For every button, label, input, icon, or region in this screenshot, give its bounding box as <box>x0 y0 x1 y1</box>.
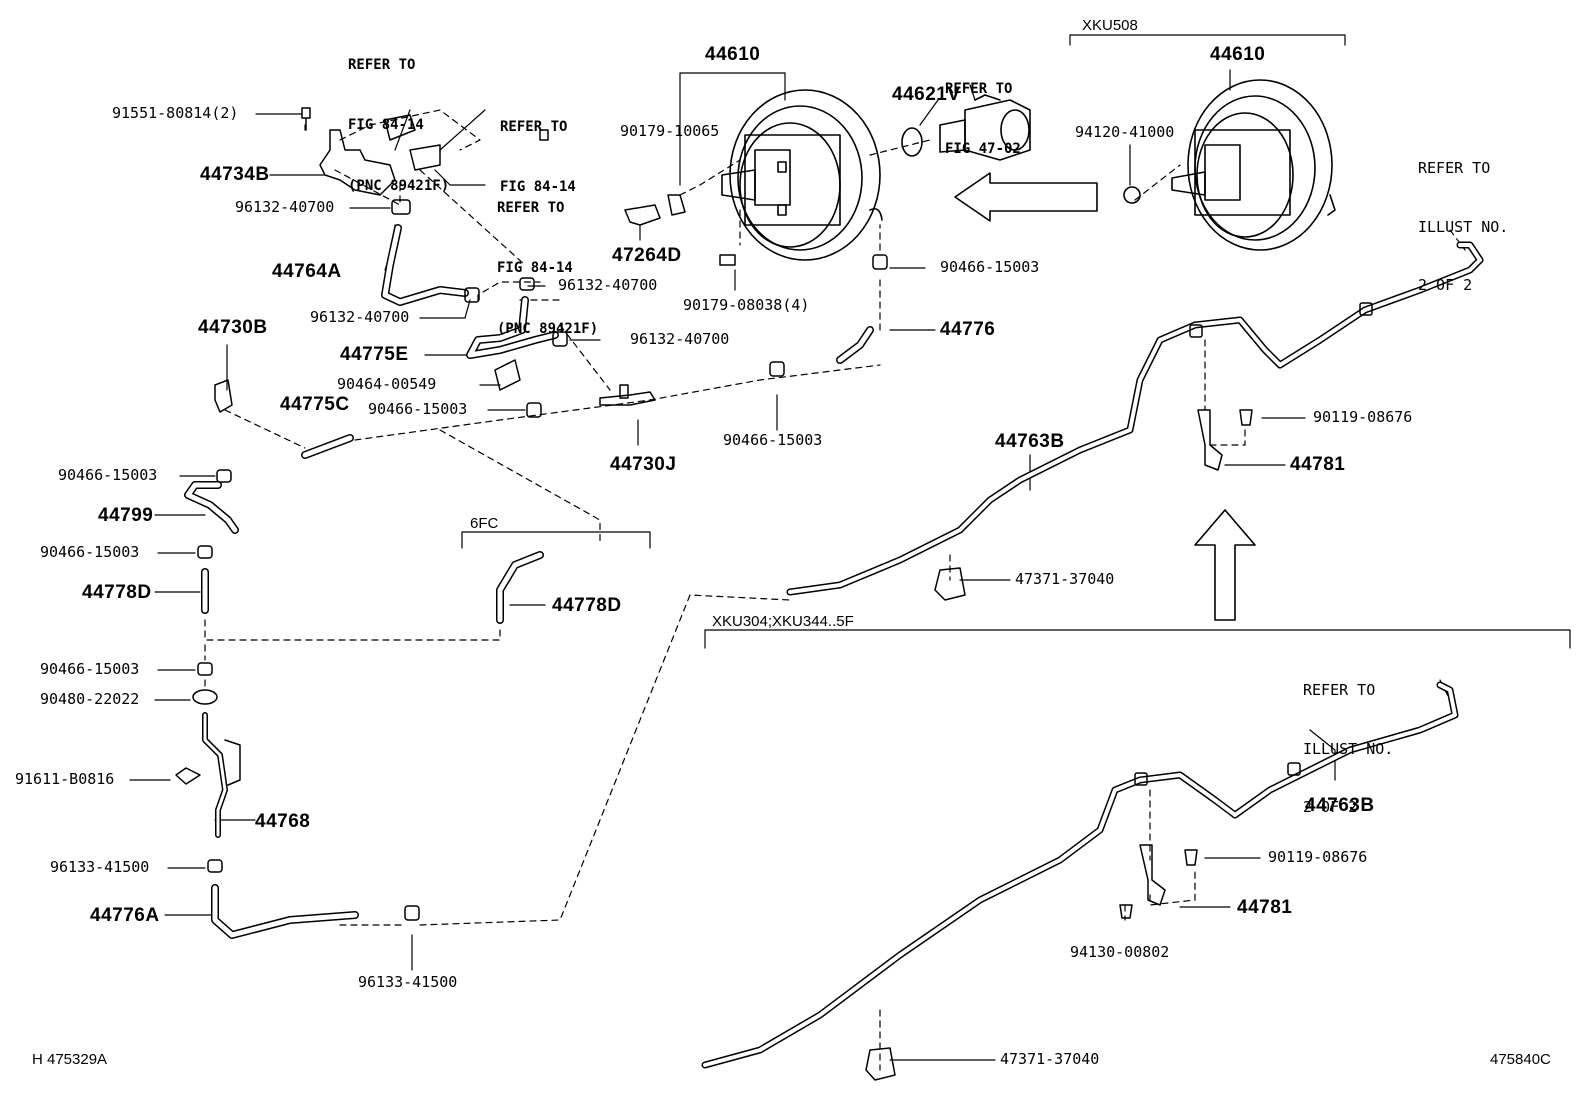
refer-line: (PNC 89421F) <box>348 178 450 195</box>
part-label-44778d-b: 44778D <box>552 595 622 616</box>
part-label-44734b: 44734B <box>200 164 270 185</box>
refer-line: REFER TO <box>348 56 416 73</box>
refer-line: FIG 84-14 <box>500 179 576 196</box>
refer-note-illust-upper: REFER TO ILLUST NO. 2 OF 2 <box>1418 120 1508 315</box>
refer-line: REFER TO <box>1418 159 1491 177</box>
refer-line: REFER TO <box>945 80 1013 97</box>
part-label-91551-80814: 91551-80814(2) <box>112 104 239 122</box>
refer-line: REFER TO <box>500 118 568 135</box>
clamps <box>175 194 888 921</box>
variant-label-xku508: XKU508 <box>1082 17 1138 34</box>
part-label-96132-40700-d: 96132-40700 <box>630 330 730 348</box>
illustration-code-left: H 475329A <box>32 1051 108 1068</box>
variant-label-6fc: 6FC <box>470 515 499 532</box>
part-label-96132-40700-b: 96132-40700 <box>558 276 658 294</box>
part-label-94130-00802: 94130-00802 <box>1070 943 1170 961</box>
part-label-44781-upper: 44781 <box>1290 454 1346 475</box>
part-label-44775e: 44775E <box>340 344 409 365</box>
part-label-90466-15003-c: 90466-15003 <box>40 543 140 561</box>
part-label-90466-15003-e: 90466-15003 <box>940 258 1040 276</box>
part-label-44778d-a: 44778D <box>82 582 152 603</box>
leader-lines <box>129 34 1571 1061</box>
refer-line: 2 OF 2 <box>1418 276 1473 294</box>
part-label-90179-10065: 90179-10065 <box>620 122 720 140</box>
refer-note-illust-lower: REFER TO ILLUST NO. 2 OF 2 <box>1303 642 1393 837</box>
part-label-47371-37040-b: 47371-37040 <box>1000 1050 1100 1068</box>
part-label-90119-08676-a: 90119-08676 <box>1313 408 1413 426</box>
part-label-96133-41500-a: 96133-41500 <box>50 858 150 876</box>
part-label-44768: 44768 <box>255 811 311 832</box>
part-label-90464-00549: 90464-00549 <box>337 375 437 393</box>
part-label-90480-22022: 90480-22022 <box>40 690 140 708</box>
refer-line: REFER TO <box>1303 681 1376 699</box>
check-valve <box>599 384 656 406</box>
part-label-44610-right: 44610 <box>1210 44 1266 65</box>
part-label-44799: 44799 <box>98 505 154 526</box>
refer-note-fig-84-14-pnc-top: REFER TO FIG 84-14 (PNC 89421F) <box>348 14 449 217</box>
refer-line: REFER TO <box>497 199 565 216</box>
brake-booster-left <box>721 89 883 261</box>
part-label-96132-40700-a: 96132-40700 <box>235 198 335 216</box>
refer-line: (PNC 89421F) <box>497 321 599 338</box>
part-label-44610-left: 44610 <box>705 44 761 65</box>
illustration-code-right: 475840C <box>1490 1051 1551 1068</box>
part-label-90466-15003-a: 90466-15003 <box>368 400 468 418</box>
part-label-90179-08038: 90179-08038(4) <box>683 296 810 314</box>
refer-line: FIG 84-14 <box>497 260 573 277</box>
part-label-44776: 44776 <box>940 319 996 340</box>
part-label-91611-b0816: 91611-B0816 <box>15 770 115 788</box>
part-label-44730j: 44730J <box>610 454 677 475</box>
part-label-47371-37040-a: 47371-37040 <box>1015 570 1115 588</box>
refer-line: ILLUST NO. <box>1303 739 1394 758</box>
part-label-44776a: 44776A <box>90 905 160 926</box>
variant-label-xku304: XKU304;XKU344..5F <box>712 613 854 630</box>
part-label-44764a: 44764A <box>272 261 342 282</box>
part-label-44763b-lower: 44763B <box>1305 795 1375 816</box>
dashed-leaders <box>204 109 1466 1071</box>
part-label-44730b: 44730B <box>198 317 268 338</box>
refer-note-fig-84-14-pnc: REFER TO FIG 84-14 (PNC 89421F) <box>497 157 598 360</box>
line-brackets <box>865 302 1373 1081</box>
part-label-44621v: 44621V <box>892 84 961 105</box>
part-label-90466-15003-d: 90466-15003 <box>40 660 140 678</box>
part-label-47264d: 47264D <box>612 245 682 266</box>
part-label-44781-lower: 44781 <box>1237 897 1293 918</box>
part-label-44763b-upper: 44763B <box>995 431 1065 452</box>
bracket-assembly <box>301 107 549 215</box>
refer-line: FIG 84-14 <box>348 117 424 134</box>
direction-arrows <box>954 172 1256 621</box>
part-label-96132-40700-c: 96132-40700 <box>310 308 410 326</box>
brake-booster-right <box>1123 79 1336 251</box>
refer-note-fig-84-14: REFER TO FIG 84-14 <box>500 76 576 218</box>
part-label-94120-41000: 94120-41000 <box>1075 123 1175 141</box>
master-cylinder <box>901 94 1031 161</box>
part-label-90119-08676-b: 90119-08676 <box>1268 848 1368 866</box>
part-label-44775c: 44775C <box>280 394 350 415</box>
part-label-90466-15003-f: 90466-15003 <box>723 431 823 449</box>
refer-line: 2 OF 2 <box>1303 798 1358 816</box>
refer-line: ILLUST NO. <box>1418 217 1509 236</box>
part-label-90466-15003-b: 90466-15003 <box>58 466 158 484</box>
refer-line: FIG 47-02 <box>945 141 1021 158</box>
refer-note-fig-47-02: REFER TO FIG 47-02 <box>945 38 1021 180</box>
part-label-96133-41500-b: 96133-41500 <box>358 973 458 991</box>
